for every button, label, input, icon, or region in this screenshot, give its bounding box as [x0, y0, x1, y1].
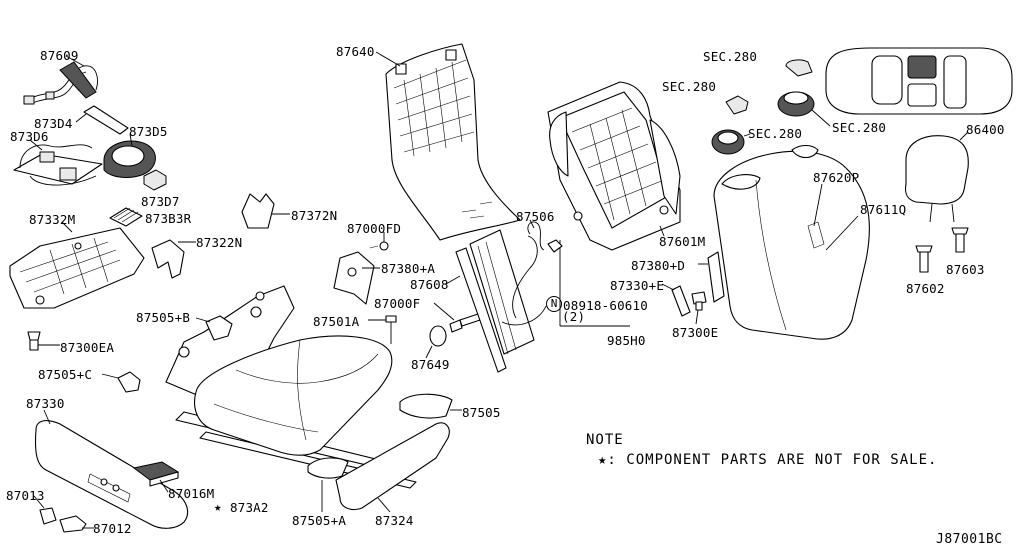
part-label-87505A: 87505+A [292, 513, 347, 528]
part-label-SEC280d: SEC.280 [832, 120, 887, 135]
sec280-part-b [725, 95, 749, 115]
switch-87016M [132, 461, 180, 487]
part-label-87505C: 87505+C [38, 367, 93, 382]
star-symbol: ★ [214, 499, 222, 514]
sec280-part-a [785, 59, 813, 77]
screw-87000FD [369, 241, 389, 251]
part-label-87013: 87013 [6, 488, 45, 503]
part-label-87372N: 87372N [291, 208, 338, 223]
hook-87506 [527, 221, 545, 251]
part-label-873D7: 873D7 [141, 194, 180, 209]
cover-87380A [333, 251, 375, 305]
part-label-SEC280c: SEC.280 [748, 126, 803, 141]
cover-87380D [707, 251, 725, 303]
part-label-87506: 87506 [516, 209, 555, 224]
part-label-873D4: 873D4 [34, 116, 73, 131]
part-label-87649: 87649 [411, 357, 450, 372]
trim-strip-87608 [455, 247, 507, 373]
heater-unit-873D6 [13, 139, 103, 186]
part-label-qty2: (2) [562, 309, 586, 324]
part-label-87324: 87324 [375, 513, 414, 528]
part-label-87505B: 87505+B [136, 310, 191, 325]
part-label-87322N: 87322N [196, 235, 243, 250]
part-label-87330: 87330 [26, 396, 65, 411]
front-trim-87324 [335, 422, 450, 511]
clip-87372N [241, 193, 275, 229]
bolt-87501A [385, 315, 397, 344]
vehicle-location-inset [825, 47, 1013, 115]
clip-87505C [117, 371, 141, 393]
bracket-87322N [151, 239, 185, 279]
part-label-87012: 87012 [93, 521, 132, 536]
part-label-87601M: 87601M [659, 234, 706, 249]
part-label-87380A: 87380+A [381, 261, 436, 276]
part-label-87501A: 87501A [313, 314, 360, 329]
part-label-873D6: 873D6 [10, 129, 49, 144]
part-label-87380D: 87380+D [631, 258, 686, 273]
bracket-873D4 [75, 105, 129, 135]
part-label-873D5: 873D5 [129, 124, 168, 139]
seat-back-panel-87640 [385, 43, 521, 241]
filter-873B3R [109, 207, 143, 227]
part-label-87505: 87505 [462, 405, 501, 420]
part-label-86400: 86400 [966, 122, 1005, 137]
figure-code: J87001BC [936, 532, 1003, 547]
sec280-part-d [777, 91, 815, 117]
note-title: NOTE [586, 432, 624, 448]
part-label-873A2: 873A2 [230, 500, 269, 515]
clip-87505B [205, 315, 233, 341]
pad-87505 [399, 393, 453, 419]
n-symbol: N [546, 296, 562, 312]
part-label-87603: 87603 [946, 262, 985, 277]
part-label-87016M: 87016M [168, 486, 215, 501]
knob-87012 [59, 515, 87, 533]
part-label-87640: 87640 [336, 44, 375, 59]
part-label-87300EA: 87300EA [60, 340, 115, 355]
part-label-87620P: 87620P [813, 170, 860, 185]
part-label-985H0: 985H0 [607, 333, 646, 348]
pad-87505A [307, 457, 349, 479]
part-label-87000FD: 87000FD [347, 221, 402, 236]
guide-87602 [915, 245, 933, 273]
fastener-87300E [691, 291, 707, 311]
part-label-87000F: 87000F [374, 296, 421, 311]
part-label-873B3R: 873B3R [145, 211, 192, 226]
fastener-87300EA [27, 331, 41, 351]
part-label-87602: 87602 [906, 281, 945, 296]
tray-87332M [9, 227, 145, 309]
note-text: ★: COMPONENT PARTS ARE NOT FOR SALE. [598, 452, 938, 468]
seat-back-frame-87601M [547, 81, 681, 251]
sec280-part-c [711, 129, 745, 155]
side-trim-87330 [34, 420, 189, 529]
seat-back-cover [713, 144, 870, 340]
harness-87609 [23, 61, 98, 105]
seat-cushion-assembly [165, 285, 417, 489]
part-873D7 [143, 169, 167, 191]
part-label-SEC280a: SEC.280 [703, 49, 758, 64]
part-label-87332M: 87332M [29, 212, 76, 227]
airbag-module-985H0 [469, 229, 547, 355]
part-label-87300E: 87300E [672, 325, 719, 340]
part-label-08918: 08918-60610 [563, 298, 648, 313]
screw-87000F [449, 313, 481, 333]
headrest-86400 [904, 135, 969, 223]
part-label-87608: 87608 [410, 277, 449, 292]
part-label-SEC280b: SEC.280 [662, 79, 717, 94]
knob-87013 [39, 507, 57, 525]
part-label-87609: 87609 [40, 48, 79, 63]
blower-873D5 [103, 133, 156, 178]
guide-87603 [951, 227, 969, 253]
part-label-87330E: 87330+E [610, 278, 665, 293]
cap-87649 [429, 325, 447, 347]
trim-87330E [671, 285, 691, 317]
part-label-87611Q: 87611Q [860, 202, 907, 217]
